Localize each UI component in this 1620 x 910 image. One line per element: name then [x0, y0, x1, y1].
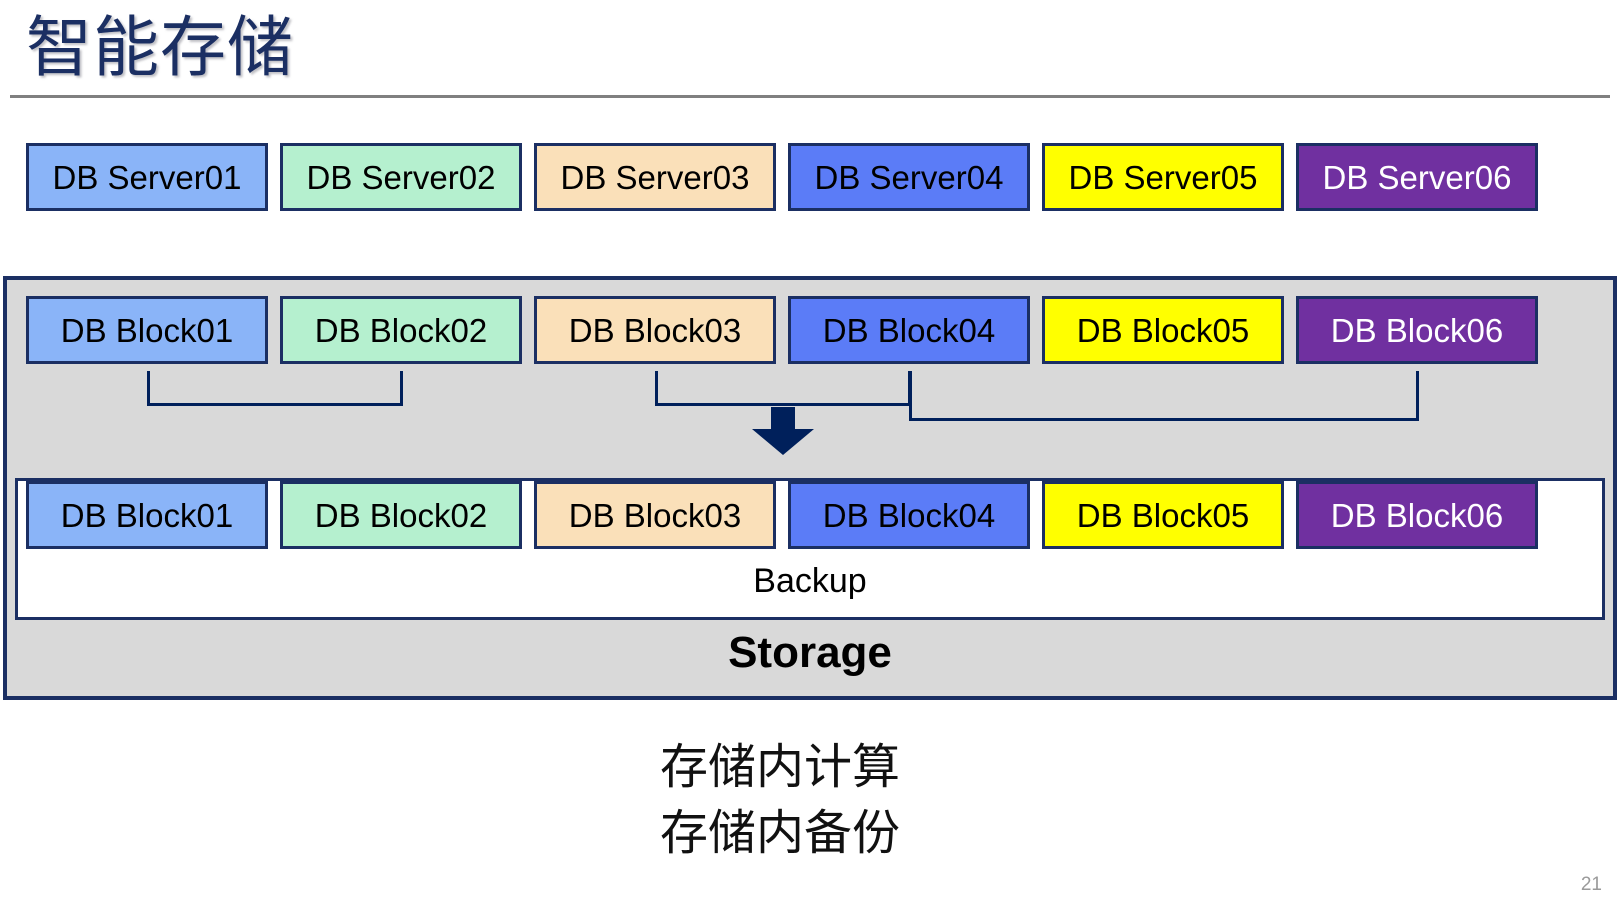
db-block-backup-box-3: DB Block03: [534, 481, 776, 549]
db-server-box-2: DB Server02: [280, 143, 522, 211]
db-server-box-5: DB Server05: [1042, 143, 1284, 211]
page-number: 21: [1580, 874, 1602, 895]
footer-line-1: 存储内计算: [659, 741, 900, 794]
db-block-backup-box-1: DB Block01: [26, 481, 268, 549]
bracket-block01-block02: [147, 371, 403, 406]
db-server-box-4: DB Server04: [788, 143, 1030, 211]
db-block-box-1: DB Block01: [26, 296, 268, 364]
title-divider: [10, 95, 1610, 98]
db-block-box-6: DB Block06: [1296, 296, 1538, 364]
db-block-box-5: DB Block05: [1042, 296, 1284, 364]
page-title: 智能存储: [26, 10, 294, 84]
bracket-block05-block06: [909, 371, 1419, 421]
backup-label: Backup: [753, 562, 867, 600]
db-block-backup-box-2: DB Block02: [280, 481, 522, 549]
db-server-box-3: DB Server03: [534, 143, 776, 211]
db-server-box-1: DB Server01: [26, 143, 268, 211]
db-block-box-4: DB Block04: [788, 296, 1030, 364]
db-block-box-3: DB Block03: [534, 296, 776, 364]
db-server-box-6: DB Server06: [1296, 143, 1538, 211]
db-block-box-2: DB Block02: [280, 296, 522, 364]
footer-caption: 存储内计算存储内备份: [0, 735, 1560, 867]
db-block-backup-box-6: DB Block06: [1296, 481, 1538, 549]
db-block-backup-box-5: DB Block05: [1042, 481, 1284, 549]
db-block-backup-box-4: DB Block04: [788, 481, 1030, 549]
bracket-block03-block04: [655, 371, 911, 406]
down-arrow-icon: [752, 407, 814, 455]
storage-label: Storage: [728, 628, 892, 677]
footer-line-2: 存储内备份: [659, 807, 900, 860]
